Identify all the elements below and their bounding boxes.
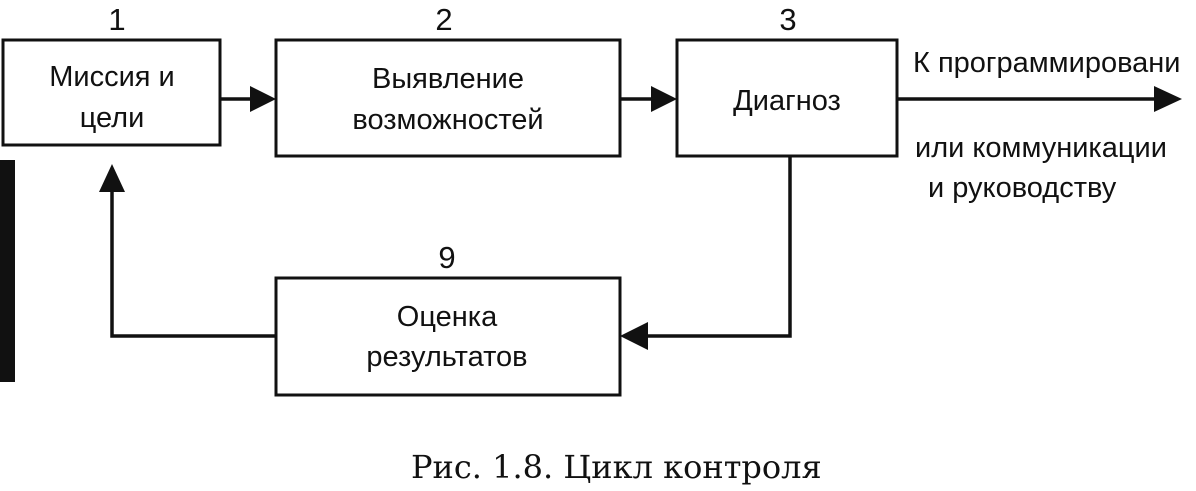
- arrow-3-output: [897, 86, 1182, 112]
- block-2-box: [274, 38, 622, 158]
- block-9-number: 9: [438, 240, 455, 275]
- output-line-2: или коммуникации: [915, 132, 1167, 164]
- output-line-1: К программировани: [913, 47, 1181, 79]
- figure-caption: Рис. 1.8. Цикл контроля: [411, 448, 822, 486]
- block-3-number: 3: [779, 2, 796, 37]
- arrow-9-to-1: [99, 164, 276, 338]
- block-9-line-1: Оценка: [397, 301, 498, 333]
- block-mission-goals: 1 Миссия и цели: [1, 2, 222, 147]
- block-1-box: [1, 38, 222, 147]
- block-results-evaluation: 9 Оценка результатов: [274, 240, 622, 397]
- block-2-number: 2: [435, 2, 452, 37]
- arrow-2-to-3: [620, 86, 677, 112]
- arrow-3-to-9: [620, 156, 792, 350]
- block-3-box: [675, 38, 899, 158]
- block-9-line-2: результатов: [366, 341, 527, 373]
- block-1-line-2: цели: [80, 102, 145, 134]
- output-line-3: и руководству: [928, 172, 1117, 204]
- block-3-line-1: Диагноз: [733, 85, 841, 117]
- block-2-line-1: Выявление: [372, 63, 524, 95]
- arrow-1-to-2: [220, 86, 276, 112]
- block-diagnosis: 3 Диагноз: [675, 2, 899, 158]
- block-1-number: 1: [108, 2, 125, 37]
- block-9-box: [274, 276, 622, 397]
- block-2-line-2: возможностей: [352, 104, 543, 136]
- output-label: К программировани или коммуникации и рук…: [913, 47, 1181, 204]
- block-1-line-1: Миссия и: [49, 61, 175, 93]
- block-opportunities: 2 Выявление возможностей: [274, 2, 622, 158]
- scan-edge-bar: [0, 160, 15, 382]
